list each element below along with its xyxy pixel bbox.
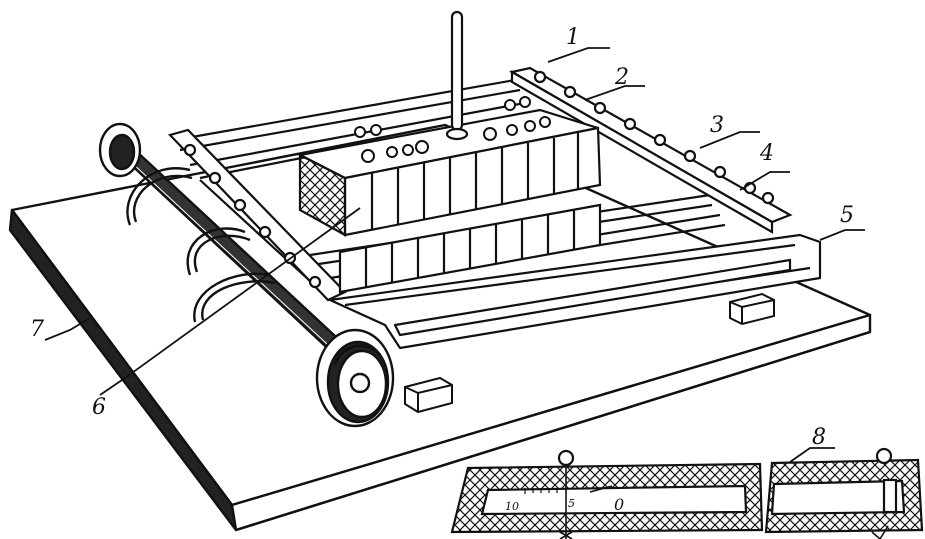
wing-nuts	[354, 96, 551, 163]
label-8: 8	[812, 425, 826, 450]
rear-wheel	[98, 122, 142, 178]
section-detail-right	[764, 447, 924, 539]
section-detail-left	[450, 449, 764, 539]
lower-block	[338, 203, 602, 294]
label-2: 2	[614, 65, 629, 90]
hoses	[126, 167, 276, 323]
label-3: 3	[710, 113, 724, 138]
label-5: 5	[840, 203, 854, 228]
leader-lines	[44, 47, 865, 463]
scale-mark-5: 5	[568, 497, 575, 510]
outer-frame	[328, 233, 822, 350]
scale-mark-10: 10	[505, 500, 519, 513]
support-feet	[404, 292, 775, 414]
label-1: 1	[566, 25, 580, 50]
scale-mark-0: 0	[614, 495, 624, 514]
label-6: 6	[92, 395, 106, 420]
clamp-bar-right	[509, 66, 793, 234]
upper-block	[296, 108, 602, 237]
vertical-rod	[445, 10, 469, 141]
label-7: 7	[30, 317, 44, 342]
drive-wheel	[315, 328, 395, 428]
label-4: 4	[759, 141, 774, 166]
